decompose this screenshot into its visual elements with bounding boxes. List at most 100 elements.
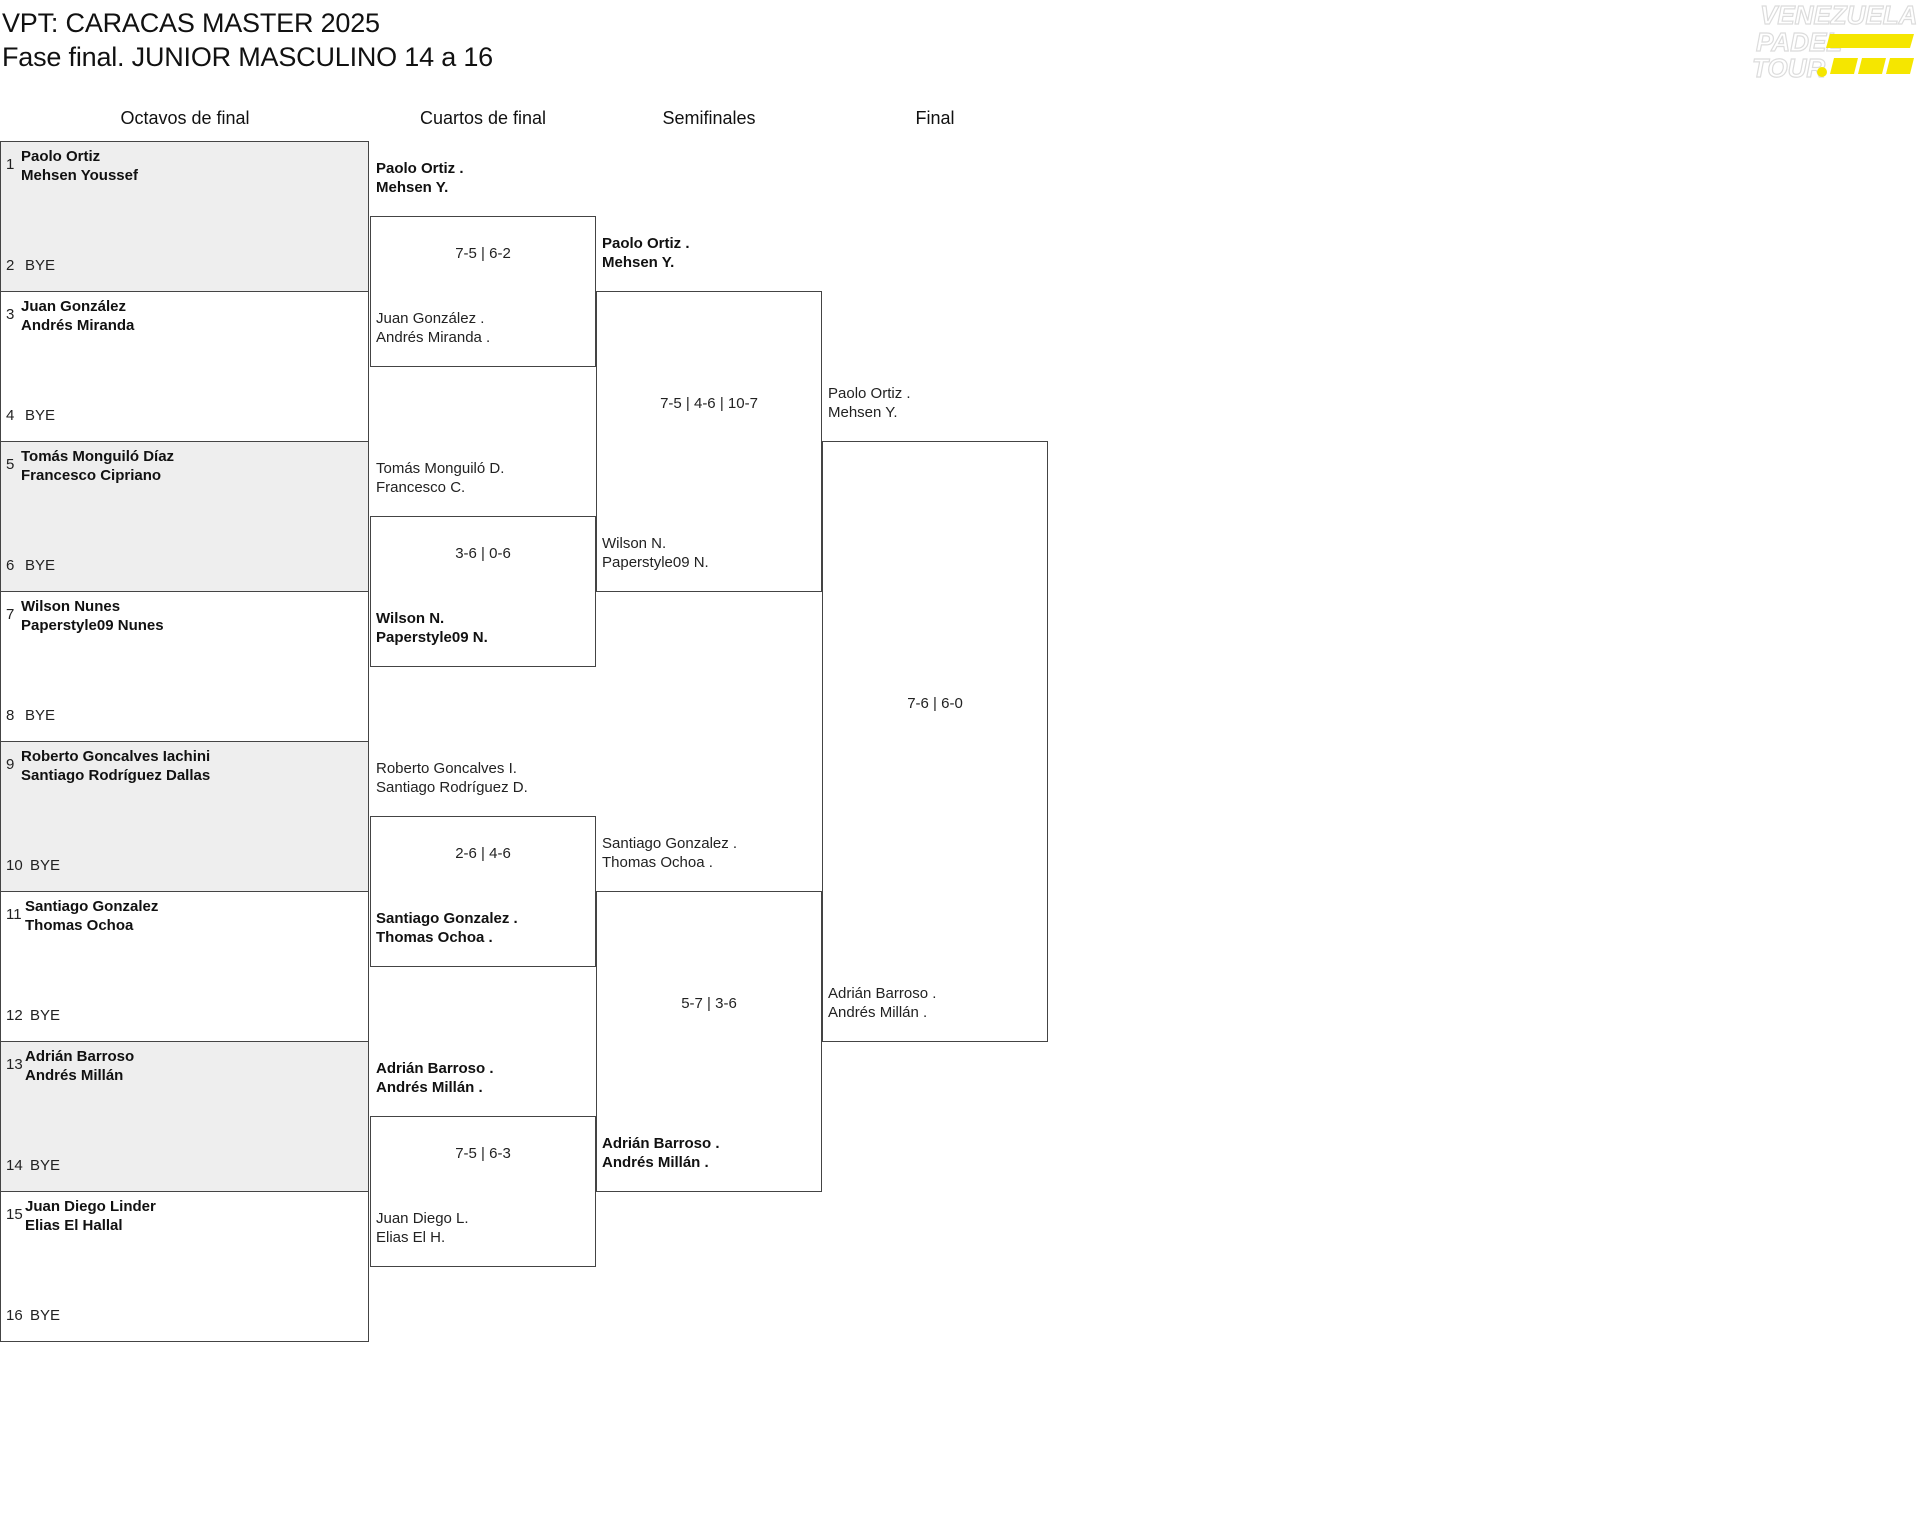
player-name: Adrián Barroso . <box>602 1135 720 1152</box>
semis-team-top: Paolo Ortiz .Mehsen Y. <box>602 234 690 272</box>
player-name: Santiago Gonzalez . <box>602 835 738 852</box>
player-name: Santiago Rodríguez Dallas <box>21 767 211 784</box>
player-name: Wilson N. <box>376 610 445 627</box>
bye-label: BYE <box>25 407 56 424</box>
seed-number: 2 <box>6 257 15 274</box>
cuartos-connector <box>370 516 596 667</box>
player-name: Francesco Cipriano <box>21 467 162 484</box>
seed-number: 12 <box>6 1007 23 1024</box>
seed-number: 4 <box>6 407 15 424</box>
bye-label: BYE <box>30 1007 61 1024</box>
player-name: Roberto Goncalves Iachini <box>21 748 211 765</box>
seed-number: 16 <box>6 1307 23 1324</box>
final-score: 7-6 | 6-0 <box>907 695 963 712</box>
player-name: Adrián Barroso . <box>376 1060 494 1077</box>
cuartos-score: 2-6 | 4-6 <box>455 845 511 862</box>
seed-number: 15 <box>6 1206 23 1223</box>
final-team-top: Paolo Ortiz . Mehsen Y. <box>828 384 911 422</box>
seed-number: 1 <box>6 156 15 173</box>
player-name: Tomás Monguiló D. <box>376 460 505 477</box>
cuartos-team-bottom: Juan González . Andrés Miranda . <box>376 309 490 347</box>
semis-score: 7-5 | 4-6 | 10-7 <box>660 395 758 412</box>
seed-number: 14 <box>6 1157 23 1174</box>
octavos-match <box>0 141 369 292</box>
octavos-match <box>0 441 369 592</box>
bye-label: BYE <box>30 857 61 874</box>
player-name: Mehsen Y. <box>376 179 449 196</box>
final-team-bottom: Adrián Barroso .Andrés Millán . <box>828 984 936 1022</box>
cuartos-team-bottom: Wilson N. Paperstyle09 N. <box>376 609 488 647</box>
semis-connector <box>596 891 822 1192</box>
semis-score: 5-7 | 3-6 <box>681 995 737 1012</box>
cuartos-score: 3-6 | 0-6 <box>455 545 511 562</box>
player-name: Adrián Barroso <box>25 1048 135 1065</box>
seed-number: 3 <box>6 306 15 323</box>
svg-text:TOUR: TOUR <box>1752 53 1825 83</box>
cuartos-connector <box>370 816 596 967</box>
bye-label: BYE <box>25 257 56 274</box>
player-name: Andrés Miranda <box>21 317 135 334</box>
cuartos-team-bottom: Santiago Gonzalez . Thomas Ochoa . <box>376 909 518 947</box>
player-name: Thomas Ochoa . <box>376 929 493 946</box>
round-header-octavos: Octavos de final <box>120 108 250 128</box>
player-name: Andrés Millán . <box>602 1154 709 1171</box>
seed-number: 13 <box>6 1056 23 1073</box>
final-connector <box>822 441 1048 1042</box>
semis-team-bottom: Wilson N.Paperstyle09 N. <box>602 534 709 572</box>
cuartos-connector <box>370 216 596 367</box>
player-name: Wilson Nunes <box>21 598 121 615</box>
player-name: Andrés Millán . <box>376 1079 483 1096</box>
seed-number: 7 <box>6 606 15 623</box>
player-name: Mehsen Youssef <box>21 167 138 184</box>
player-name: Paolo Ortiz . <box>602 235 690 252</box>
player-name: Andrés Millán <box>25 1067 124 1084</box>
player-name: Roberto Goncalves I. <box>376 760 517 777</box>
player-name: Juan González <box>21 298 127 315</box>
player-name: Juan González . <box>376 310 485 327</box>
player-name: Santiago Rodríguez D. <box>376 779 528 796</box>
cuartos-team-top: Adrián Barroso . Andrés Millán . <box>376 1059 494 1097</box>
player-name: Adrián Barroso . <box>828 985 937 1002</box>
player-name: Juan Diego L. <box>376 1210 469 1227</box>
player-name: Paolo Ortiz <box>21 148 101 165</box>
player-name: Thomas Ochoa <box>25 917 134 934</box>
bye-label: BYE <box>30 1307 61 1324</box>
octavos-match <box>0 1191 369 1342</box>
venezuela-padel-tour-logo: VENEZUELA PADEL TOUR <box>1751 0 1918 84</box>
semis-connector <box>596 291 822 592</box>
round-header-cuartos: Cuartos de final <box>419 108 547 128</box>
player-name: Andrés Miranda . <box>376 329 491 346</box>
player-name: Elias El Hallal <box>25 1217 123 1234</box>
page-title: VPT: CARACAS MASTER 2025 <box>2 8 380 38</box>
player-name: Paperstyle09 Nunes <box>21 617 164 634</box>
player-name: Mehsen Y. <box>828 404 898 421</box>
player-name: Paperstyle09 N. <box>376 629 488 646</box>
player-name: Wilson N. <box>602 535 667 552</box>
player-name: Santiago Gonzalez . <box>376 910 518 927</box>
round-header-final: Final <box>915 108 955 128</box>
seed-number: 6 <box>6 557 15 574</box>
round-header-semis: Semifinales <box>662 108 756 128</box>
seed-number: 11 <box>6 906 22 923</box>
player-name: Paolo Ortiz . <box>828 385 911 402</box>
seed-number: 10 <box>6 857 23 874</box>
bye-label: BYE <box>25 557 56 574</box>
semis-team-bottom: Adrián Barroso . Andrés Millán . <box>602 1134 720 1172</box>
bye-label: BYE <box>25 707 56 724</box>
cuartos-team-top: Roberto Goncalves I. Santiago Rodríguez D… <box>376 759 528 797</box>
semis-team-top: Santiago Gonzalez .Thomas Ochoa . <box>602 834 737 872</box>
cuartos-team-bottom: Juan Diego L.Elias El H. <box>376 1209 469 1247</box>
octavos-match <box>0 1041 369 1192</box>
player-name: Juan Diego Linder <box>25 1198 156 1215</box>
player-name: Francesco C. <box>376 479 466 496</box>
svg-text:VENEZUELA: VENEZUELA <box>1760 0 1917 30</box>
bye-label: BYE <box>30 1157 61 1174</box>
player-name: Santiago Gonzalez <box>25 898 159 915</box>
